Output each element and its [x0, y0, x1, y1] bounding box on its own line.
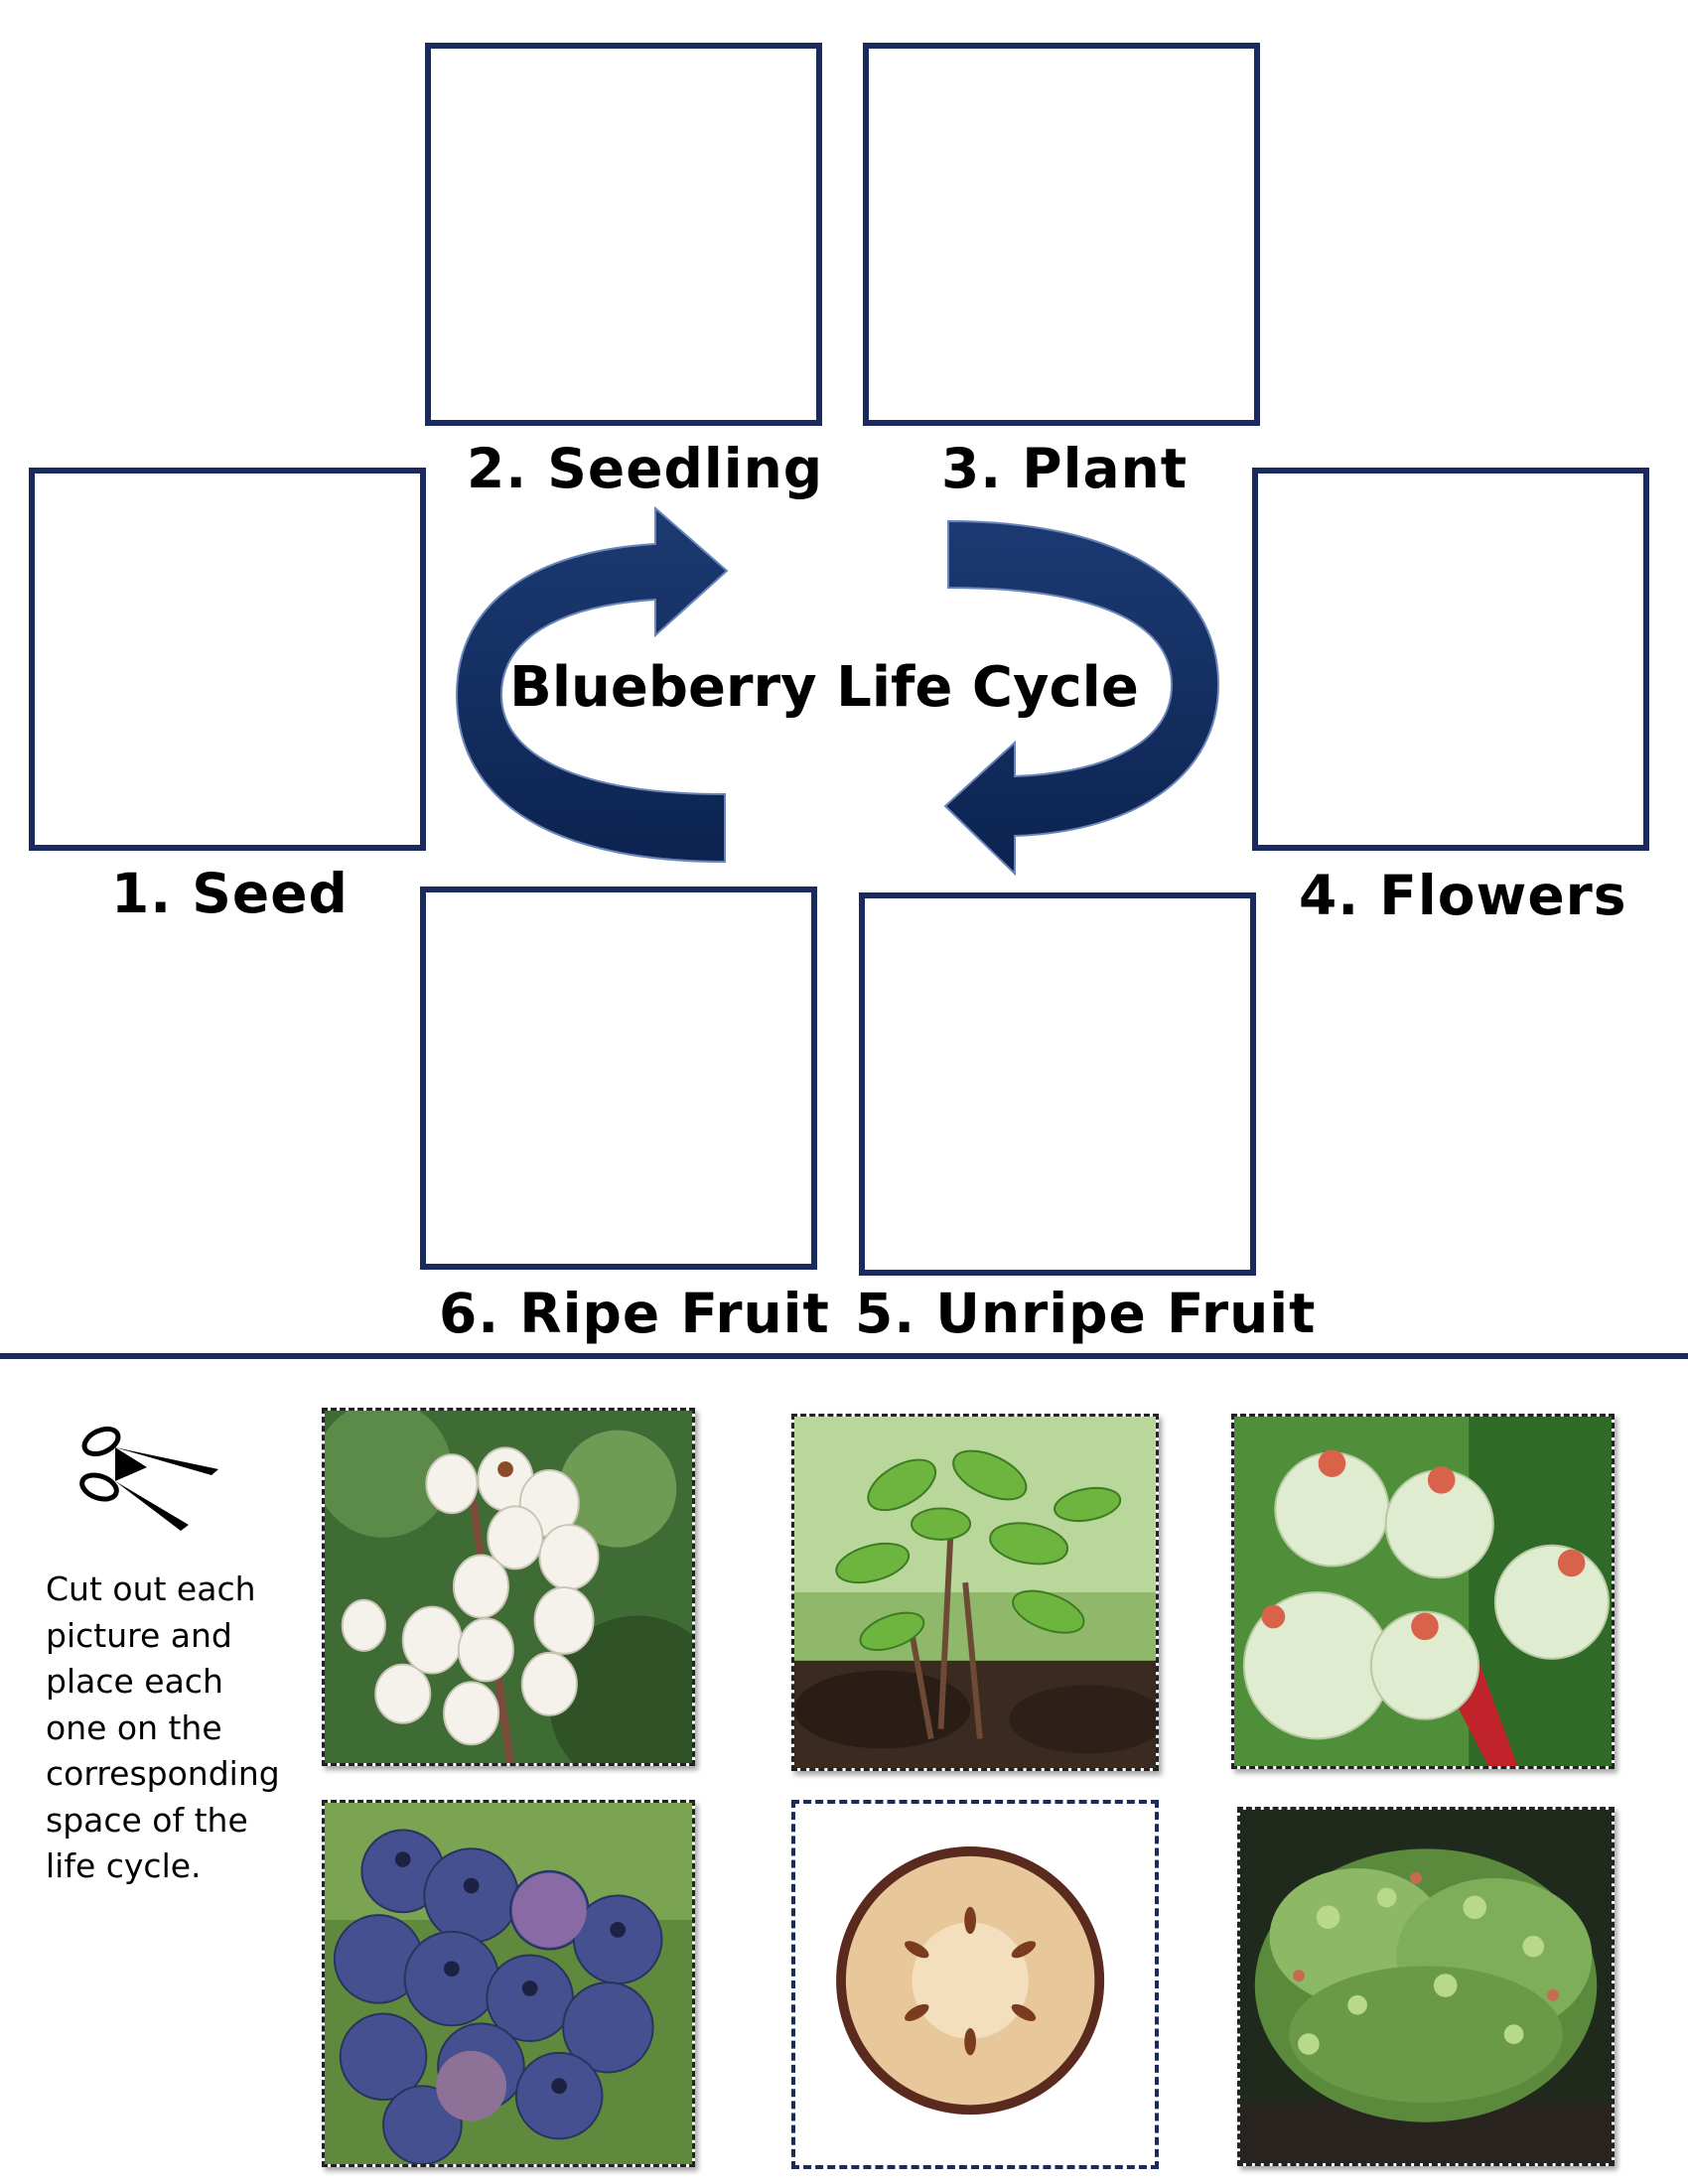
stage-label-seed: 1. Seed: [111, 862, 349, 925]
picture-ripe-fruit[interactable]: [322, 1800, 695, 2167]
cycle-title: Blueberry Life Cycle: [509, 655, 1139, 720]
plant-slot: [863, 43, 1260, 426]
seedling-slot: [425, 43, 822, 426]
unripe-fruit-slot: [859, 892, 1256, 1276]
stage-label-seedling: 2. Seedling: [467, 437, 824, 500]
cycle-arrow-right-icon: [943, 519, 1220, 877]
unripe-fruit-photo: [1234, 1417, 1612, 1766]
scissors-icon: [79, 1426, 218, 1531]
flowers-slot: [1252, 468, 1649, 851]
cycle-arrow-left-icon: [455, 505, 729, 864]
picture-plant[interactable]: [1237, 1807, 1615, 2166]
stage-label-ripe-fruit: 6. Ripe Fruit: [439, 1282, 830, 1345]
ripe-fruit-photo: [325, 1803, 692, 2164]
picture-seed[interactable]: [791, 1800, 1159, 2169]
picture-seedling[interactable]: [791, 1414, 1159, 1771]
picture-flowers[interactable]: [322, 1408, 695, 1766]
plant-photo: [1240, 1810, 1612, 2163]
stage-label-plant: 3. Plant: [941, 437, 1189, 500]
seed-photo: [795, 1804, 1155, 2165]
stage-label-unripe-fruit: 5. Unripe Fruit: [855, 1282, 1317, 1345]
seed-slot: [29, 468, 426, 851]
cycle-arrows: [455, 505, 1220, 877]
seedling-photo: [794, 1417, 1156, 1768]
ripe-fruit-slot: [420, 887, 817, 1270]
picture-unripe-fruit[interactable]: [1231, 1414, 1615, 1769]
cut-instructions: Cut out each picture and place each one …: [46, 1570, 280, 1885]
cut-divider: [0, 1353, 1688, 1359]
stage-label-flowers: 4. Flowers: [1299, 864, 1627, 927]
flowers-photo: [325, 1411, 692, 1763]
